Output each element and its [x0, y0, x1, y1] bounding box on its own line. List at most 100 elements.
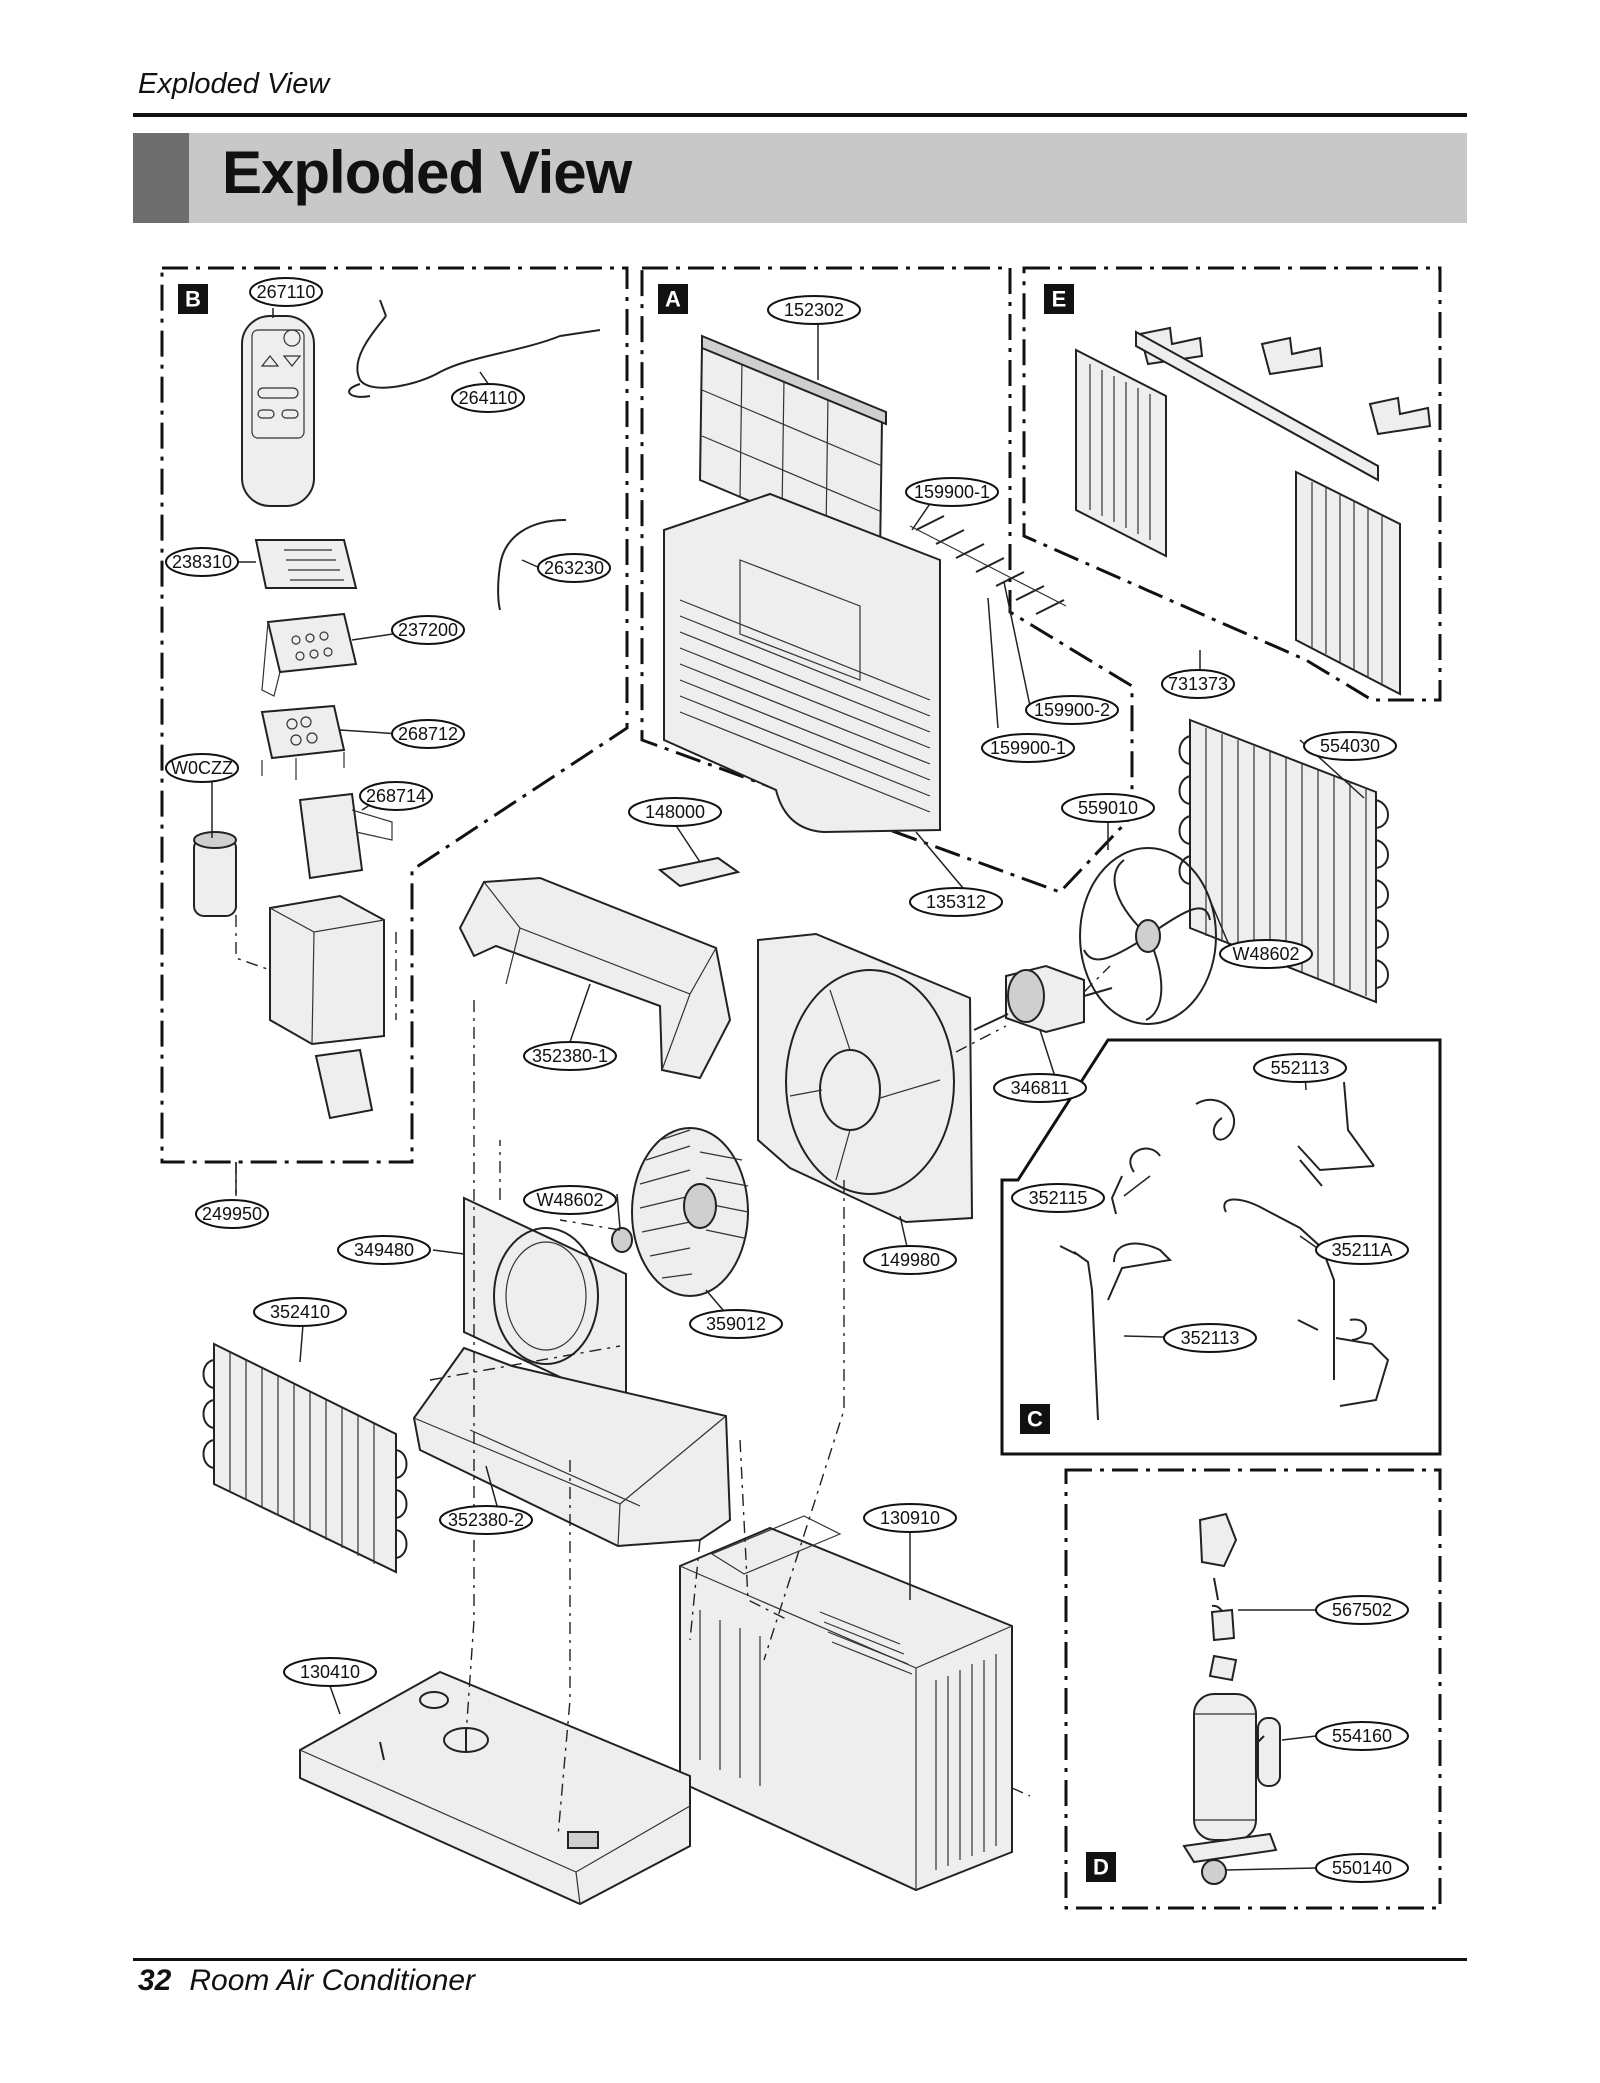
discharge-tube-fittings: [1297, 1318, 1367, 1341]
tube-352113: [1073, 1242, 1173, 1421]
part-number-label: 159900-2: [1034, 700, 1110, 720]
evaporator-coil: [213, 1342, 397, 1574]
callout-554160: 554160: [1315, 1721, 1409, 1751]
callout-W48602-upper: W48602: [1219, 939, 1313, 969]
document-title: Room Air Conditioner: [189, 1964, 476, 1997]
outer-cabinet-edges: [679, 1565, 1013, 1890]
part-number-label: 135312: [926, 892, 986, 912]
base-pan-drain: [567, 1831, 599, 1849]
section-c-label: C: [1027, 1407, 1043, 1432]
part-number-label: 550140: [1332, 1858, 1392, 1878]
callout-352113: 352113: [1163, 1323, 1257, 1353]
pcb-standoffs: [261, 752, 345, 780]
outer-cabinet-top-louvers: [819, 1611, 913, 1675]
condenser-fins: [1205, 728, 1367, 996]
leaders-middle: [299, 983, 1321, 1715]
front-grille-vent: [739, 559, 861, 681]
section-b-label: B: [185, 287, 201, 312]
callout-352380-1: 352380-1: [523, 1041, 617, 1071]
section-e-frame: [1022, 266, 1442, 702]
part-number-label: 567502: [1332, 1600, 1392, 1620]
section-c-frame: [1000, 1038, 1442, 1456]
callout-130410: 130410: [283, 1657, 377, 1687]
callout-W0CZZ: W0CZZ: [165, 753, 239, 783]
power-cord-plug: [348, 299, 387, 398]
part-number-label: 352380-2: [448, 1510, 524, 1530]
condenser-tube-bends: [1178, 735, 1389, 989]
window-sash-seal: [1135, 330, 1379, 482]
vibration-isolator: [1201, 1859, 1227, 1885]
callout-550140: 550140: [1315, 1853, 1409, 1883]
title-bar: [133, 133, 1467, 223]
condenser-fan-hub: [1135, 919, 1161, 953]
callout-264110: 264110: [451, 383, 525, 413]
part-number-label: 352113: [1181, 1328, 1240, 1348]
overload-protector: [1198, 1512, 1238, 1568]
title-bar-accent: [133, 133, 189, 223]
air-guide-lower-edges: [413, 1415, 727, 1547]
evaporator-fins: [229, 1352, 375, 1564]
part-number-label: 554160: [1332, 1726, 1392, 1746]
control-box-cover: [314, 1048, 374, 1120]
callout-W48602-lower: W48602: [523, 1185, 617, 1215]
callout-267110: 267110: [249, 277, 323, 307]
part-number-label: 149980: [880, 1250, 940, 1270]
capacitor-top: [193, 831, 237, 849]
air-filter-grid: [701, 359, 883, 533]
remote-mode-button: [281, 409, 299, 419]
callout-149980: 149980: [863, 1245, 957, 1275]
capacitor: [193, 837, 237, 917]
leaders-section-ae: [674, 310, 1365, 953]
power-cord: [356, 315, 601, 389]
part-number-label: 264110: [459, 388, 518, 408]
part-number-label: 237200: [398, 620, 458, 640]
callout-35211A: 35211A: [1315, 1235, 1409, 1265]
part-number-label: 268714: [366, 786, 426, 806]
part-number-label: 554030: [1320, 736, 1380, 756]
remote-fan-button: [257, 387, 299, 399]
callout-135312: 135312: [909, 887, 1003, 917]
section-e-marker: [1044, 284, 1074, 314]
footer-rule: [133, 1958, 1467, 1961]
base-pan-edges: [299, 1749, 691, 1905]
compressor-cap: [1208, 1654, 1238, 1682]
control-panel-side: [261, 621, 281, 697]
part-number-label: 731373: [1168, 674, 1228, 694]
orifice-ring: [493, 1227, 599, 1365]
air-guide-upper-edges: [483, 881, 717, 1071]
control-box-edges: [269, 907, 385, 1045]
display-pcb: [260, 704, 346, 760]
section-a-frame: [640, 266, 1134, 894]
part-number-label: W48602: [1232, 944, 1299, 964]
part-number-label: 152302: [784, 300, 844, 320]
section-b-marker: [178, 284, 208, 314]
fan-motor-shaft: [973, 987, 1113, 1031]
callout-159900-2: 159900-2: [1025, 695, 1119, 725]
compressor-body: [1193, 1693, 1257, 1841]
part-number-label: 238310: [172, 552, 232, 572]
page-title: Exploded View: [222, 139, 632, 206]
front-grille: [663, 492, 941, 834]
side-panel-right-pleats: [1311, 482, 1383, 686]
callout-148000: 148000: [628, 797, 722, 827]
section-a-marker: [658, 284, 688, 314]
assembly-line-cabinet: [1011, 1787, 1031, 1797]
drain-bracket: [657, 856, 741, 888]
part-number-label: 352115: [1029, 1188, 1088, 1208]
control-label-sheet: [254, 539, 358, 589]
remote-keypad: [251, 329, 305, 439]
remote-timer-button: [257, 409, 275, 419]
air-guide-lower: [412, 1346, 732, 1548]
part-number-label: 130410: [300, 1662, 360, 1682]
label-sheet-text: [284, 549, 344, 581]
callout-268712: 268712: [391, 719, 465, 749]
callout-352380-2: 352380-2: [439, 1505, 533, 1535]
outer-cabinet: [679, 1526, 1013, 1892]
part-number-label: W0CZZ: [171, 758, 233, 778]
blower-nut: [611, 1227, 633, 1253]
part-number-label: 346811: [1011, 1078, 1070, 1098]
side-panel-left: [1075, 348, 1167, 558]
discharge-tube-35211A: [1223, 1198, 1390, 1407]
